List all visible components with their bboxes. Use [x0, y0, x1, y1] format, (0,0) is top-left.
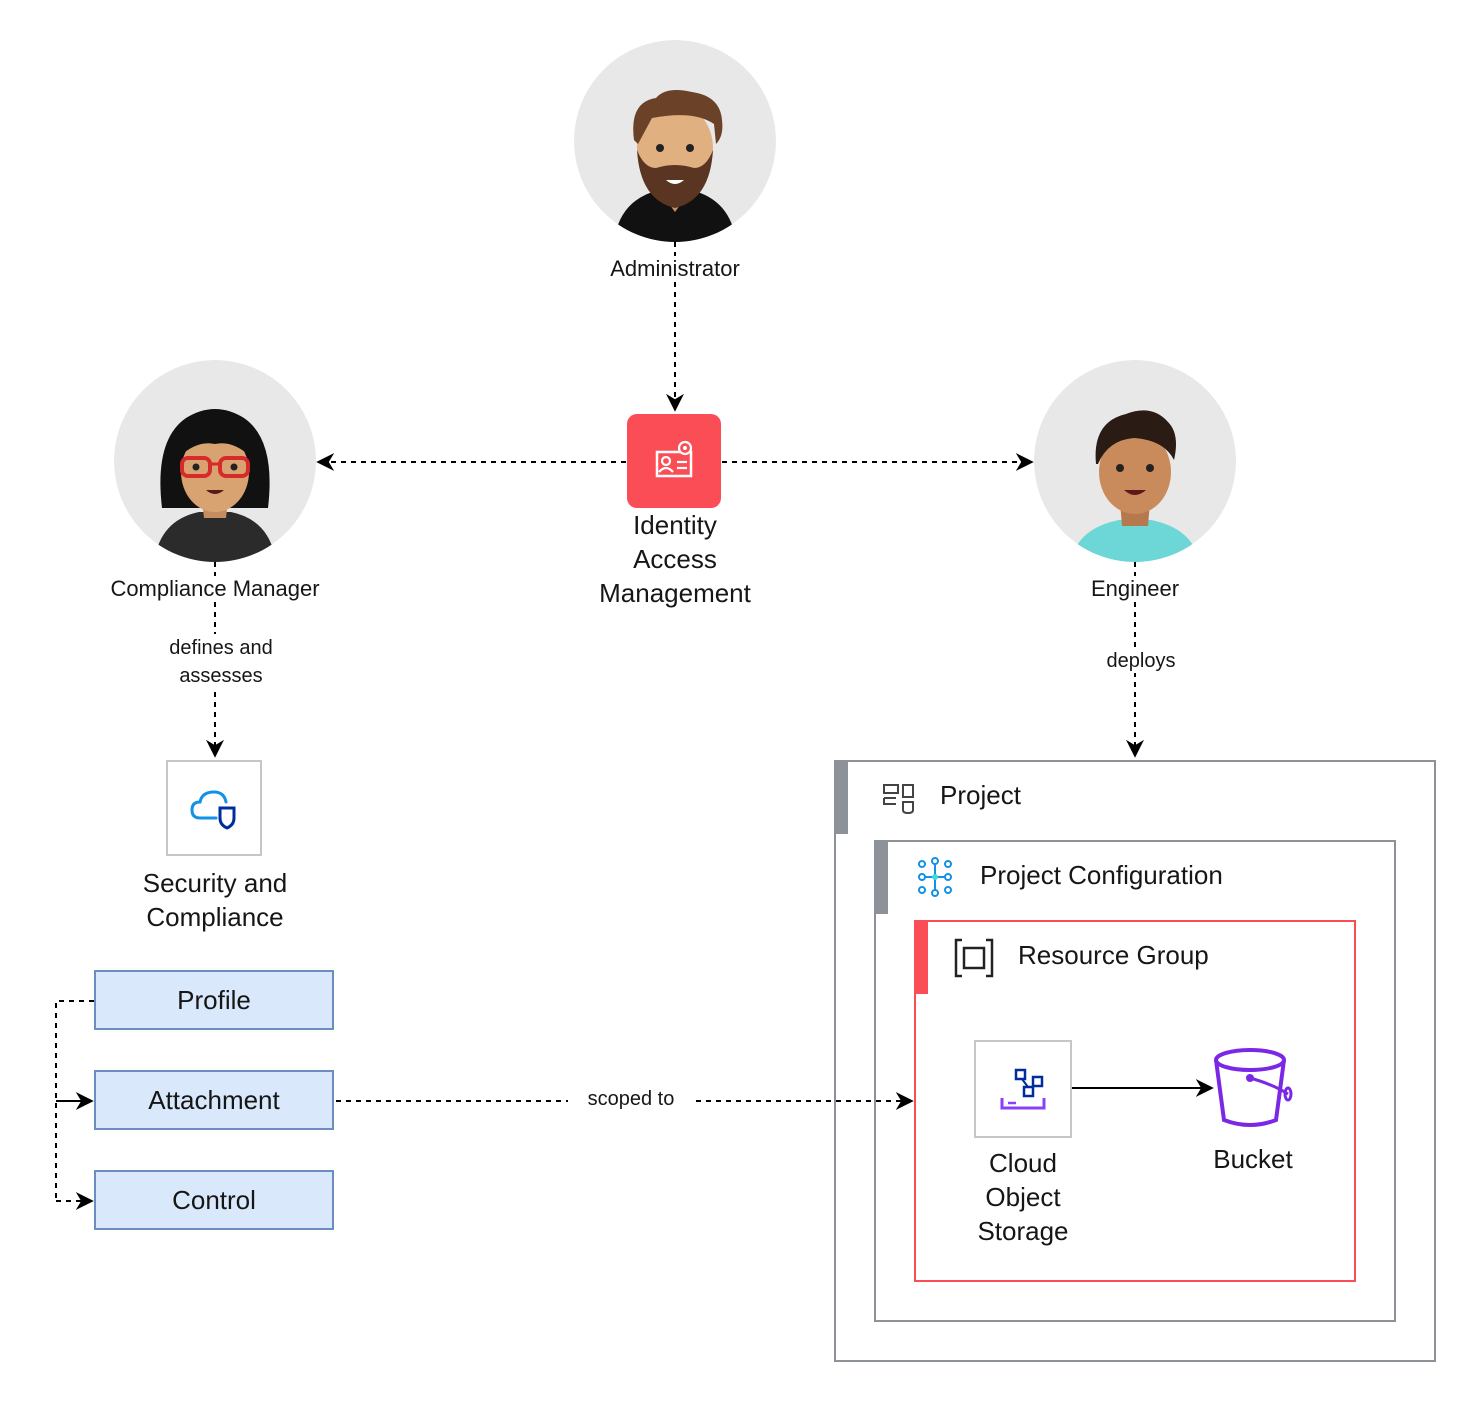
iam-service-icon [627, 414, 721, 508]
project-configuration-accent-bar [874, 840, 888, 914]
project-icon [883, 784, 914, 815]
object-storage-icon [1000, 1068, 1046, 1110]
attachment-box[interactable]: Attachment [94, 1070, 334, 1130]
administrator-avatar [574, 40, 776, 242]
security-compliance-label-line1: Security and [142, 868, 288, 898]
project-configuration-title: Project Configuration [980, 860, 1223, 890]
iam-label-line3: Management [599, 578, 751, 608]
cos-label-line3: Storage [977, 1216, 1069, 1246]
project-accent-bar [834, 760, 848, 834]
administrator-label: Administrator [560, 256, 790, 282]
security-compliance-label-line2: Compliance [146, 902, 284, 932]
iam-label-line1: Identity [633, 510, 717, 540]
cloud-object-storage-service-icon [974, 1040, 1072, 1138]
cos-label-line2: Object [985, 1182, 1061, 1212]
edge-label-defines-line1: defines and [169, 637, 273, 659]
control-box[interactable]: Control [94, 1170, 334, 1230]
resource-group-icon [954, 938, 994, 978]
edge-label-defines-line2: assesses [179, 665, 263, 687]
resource-group-accent-bar [914, 920, 928, 994]
edge-profile-branch [55, 1000, 94, 1202]
security-compliance-service-icon [166, 760, 262, 856]
compliance-manager-label: Compliance Manager [70, 576, 360, 602]
resource-group-title: Resource Group [1018, 940, 1209, 970]
cloud-object-storage-label: Cloud Object Storage [946, 1146, 1100, 1248]
compliance-manager-avatar [114, 360, 316, 562]
edge-label-defines: defines and assesses [140, 634, 302, 690]
cos-label-line1: Cloud [989, 1148, 1057, 1178]
edge-label-deploys: deploys [1085, 650, 1197, 673]
profile-box[interactable]: Profile [94, 970, 334, 1030]
iam-label: Identity Access Management [560, 508, 790, 610]
engineer-label: Engineer [1060, 576, 1210, 602]
iam-label-line2: Access [633, 544, 717, 574]
security-compliance-label: Security and Compliance [100, 866, 330, 934]
project-configuration-icon [918, 857, 952, 897]
bucket-label: Bucket [1213, 1144, 1293, 1174]
cloud-shield-icon [190, 790, 236, 830]
edge-label-scoped-to: scoped to [568, 1088, 694, 1111]
project-title: Project [940, 780, 1021, 810]
bucket-icon [1214, 1048, 1293, 1127]
engineer-avatar [1034, 360, 1236, 562]
id-badge-gear-icon [655, 440, 693, 478]
